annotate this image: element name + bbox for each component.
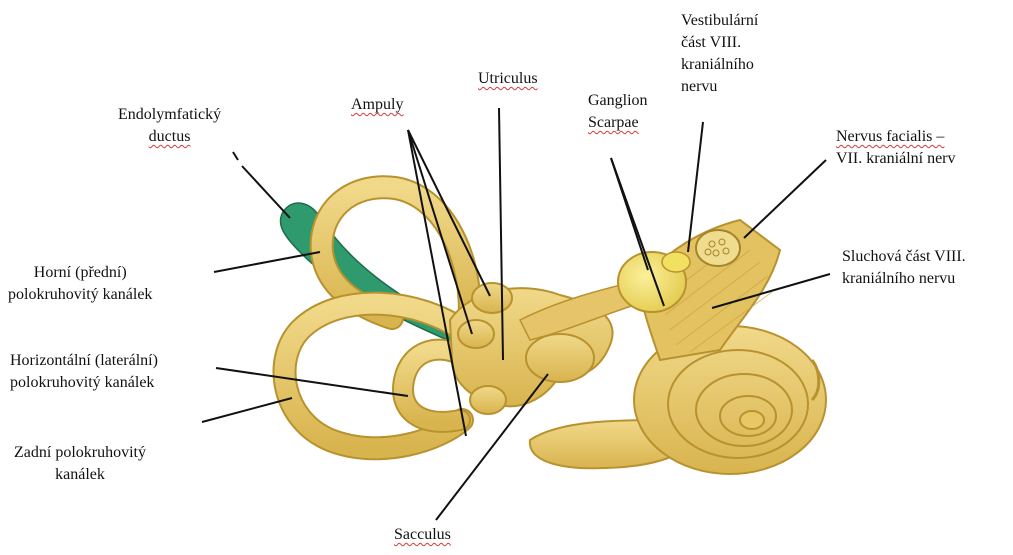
label-ganglion-scarpae: Ganglion Scarpae	[588, 90, 648, 134]
facial-nerve-cut	[696, 230, 740, 266]
label-vestibular-nerve: Vestibulární část VIII. kraniálního nerv…	[681, 10, 758, 98]
label-horizontal-canal: Horizontální (laterální) polokruhovitý k…	[10, 350, 158, 394]
label-ampullae: Ampuly	[351, 94, 403, 116]
label-sacculus: Sacculus	[394, 524, 451, 546]
saccule	[526, 334, 594, 382]
ampulla-posterior	[470, 386, 506, 414]
label-superior-canal: Horní (přední) polokruhovitý kanálek	[8, 262, 152, 306]
label-nervus-facialis: Nervus facialis – VII. kraniální nerv	[836, 126, 956, 170]
label-endolymphatic-duct: Endolymfatický ductus	[118, 104, 221, 148]
label-posterior-canal: Zadní polokruhovitý kanálek	[14, 442, 146, 486]
ampulla-horizontal	[458, 320, 494, 348]
label-auditory-nerve: Sluchová část VIII. kraniálního nervu	[842, 246, 966, 290]
label-utriculus: Utriculus	[478, 68, 538, 90]
ampulla-superior	[472, 283, 512, 313]
